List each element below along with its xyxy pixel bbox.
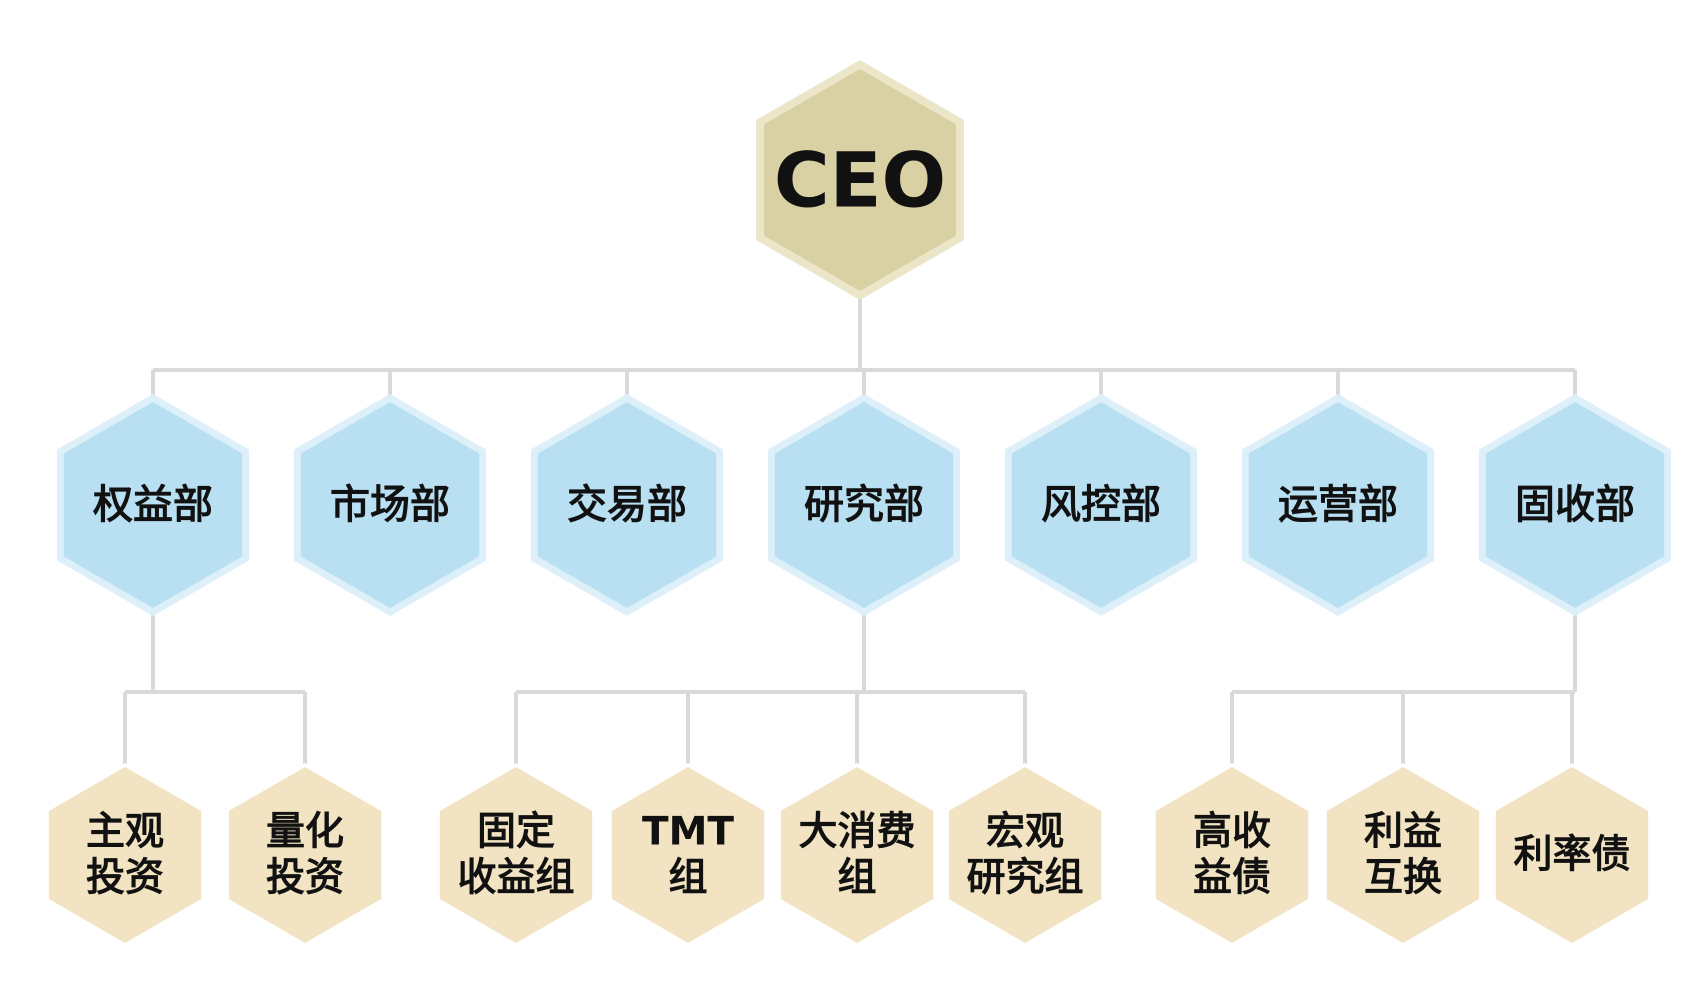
department-node-marketing: 市场部 [293, 394, 487, 616]
group-node-high-yield-bonds-label: 益债 [1193, 856, 1271, 901]
ceo-node-label: CEO [774, 136, 946, 225]
group-node-high-yield-bonds-hexagon [1155, 767, 1309, 943]
department-node-operations-hexagon [1248, 402, 1428, 608]
department-node-research-hexagon [774, 402, 954, 608]
department-node-risk-control: 风控部 [1004, 394, 1198, 616]
group-node-consumer-group-label: 组 [837, 856, 876, 901]
department-node-risk-control-hexagon [1011, 402, 1191, 608]
group-node-rate-bonds: 利率债 [1492, 763, 1652, 947]
group-node-subjective-investment-label: 投资 [86, 856, 164, 901]
group-node-consumer-group-label: 大消费 [798, 809, 915, 854]
group-node-quant-investment-hexagon [228, 767, 382, 943]
group-node-tmt-group-hexagon [611, 767, 765, 943]
group-node-subjective-investment-label: 主观 [86, 809, 164, 854]
group-node-macro-research-group-label: 研究组 [966, 856, 1083, 901]
group-node-macro-research-group-hexagon [948, 767, 1102, 943]
nodes: CEO权益部主观投资量化投资市场部交易部研究部固定收益组TMT组大消费组宏观研究… [45, 60, 1672, 947]
group-node-interest-rate-swaps-label: 互换 [1364, 856, 1442, 901]
group-node-interest-rate-swaps-hexagon [1326, 767, 1480, 943]
department-node-equity: 权益部 [56, 394, 250, 616]
group-node-macro-research-group-label: 宏观 [986, 809, 1064, 854]
department-node-fixed-income-hexagon [1485, 402, 1665, 608]
department-node-operations: 运营部 [1241, 394, 1435, 616]
department-node-trading-label: 交易部 [567, 482, 687, 528]
department-node-marketing-label: 市场部 [330, 482, 450, 528]
group-node-subjective-investment-hexagon [48, 767, 202, 943]
group-node-tmt-group-label: TMT [642, 809, 734, 854]
group-node-rate-bonds-label: 利率债 [1513, 833, 1630, 878]
department-node-risk-control-label: 风控部 [1041, 482, 1161, 528]
group-node-high-yield-bonds-label: 高收 [1193, 809, 1271, 854]
ceo-node-hexagon [763, 69, 957, 291]
group-node-consumer-group-hexagon [780, 767, 934, 943]
group-node-tmt-group-label: 组 [668, 856, 707, 901]
department-node-marketing-hexagon [300, 402, 480, 608]
group-node-fixed-income-group-label: 固定 [477, 809, 555, 854]
group-node-fixed-income-group-label: 收益组 [457, 856, 574, 901]
department-node-equity-hexagon [63, 402, 243, 608]
department-node-fixed-income: 固收部 [1478, 394, 1672, 616]
group-node-quant-investment-label: 投资 [266, 856, 344, 901]
connectors [123, 296, 1577, 767]
department-node-equity-label: 权益部 [92, 482, 213, 528]
department-node-trading-hexagon [537, 402, 717, 608]
group-node-quant-investment-label: 量化 [266, 809, 344, 854]
department-node-operations-label: 运营部 [1278, 482, 1398, 528]
department-node-trading: 交易部 [530, 394, 724, 616]
department-node-research: 研究部 [767, 394, 961, 616]
group-node-rate-bonds-hexagon [1495, 767, 1649, 943]
department-node-research-label: 研究部 [804, 482, 924, 528]
group-node-fixed-income-group-hexagon [439, 767, 593, 943]
ceo-node: CEO [756, 60, 964, 300]
group-node-interest-rate-swaps-label: 利益 [1364, 809, 1442, 854]
department-node-fixed-income-label: 固收部 [1515, 482, 1635, 528]
